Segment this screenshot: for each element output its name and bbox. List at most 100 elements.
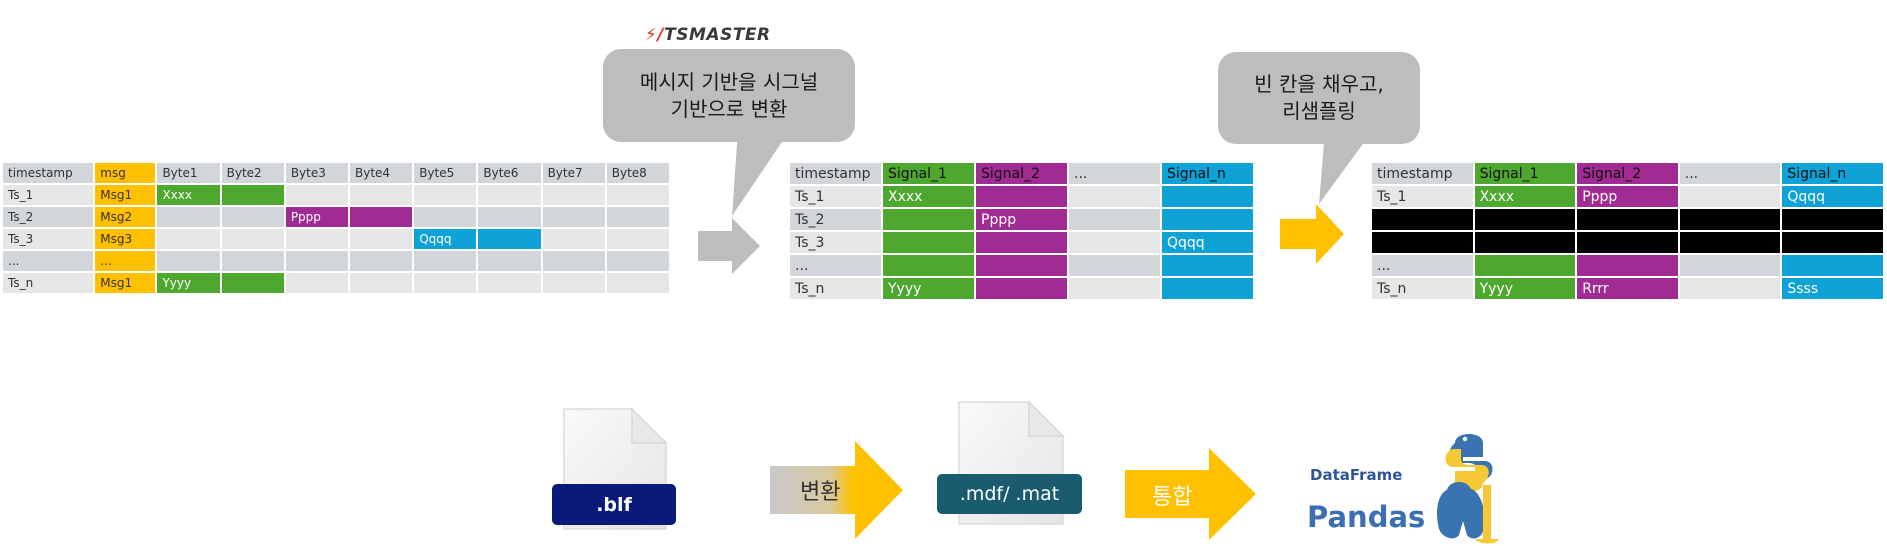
cell — [1782, 232, 1883, 253]
message-based-table: timestamp msg Byte1 Byte2 Byte3 Byte4 By… — [1, 161, 671, 295]
cell: Msg1 — [95, 185, 156, 205]
cell — [1679, 255, 1781, 276]
table-row — [1372, 209, 1883, 230]
cell — [221, 229, 284, 249]
cell — [883, 209, 974, 230]
blf-file-label: .blf — [552, 484, 676, 525]
cell: ... — [790, 255, 881, 276]
cell: Pppp — [285, 207, 348, 227]
table-row: Ts_1 Msg1 Xxxx — [3, 185, 669, 205]
cell — [1679, 209, 1781, 230]
cell — [350, 251, 413, 271]
cell — [1782, 255, 1883, 276]
cell — [285, 229, 348, 249]
table-row: Ts_n Yyyy — [790, 278, 1253, 299]
cell — [350, 207, 413, 227]
cell — [542, 229, 605, 249]
cell: Ts_n — [3, 273, 94, 293]
cell — [606, 229, 669, 249]
header-cell: Signal_2 — [1577, 163, 1678, 184]
cell — [221, 185, 284, 205]
cell — [414, 273, 477, 293]
mdf-mat-file-label: .mdf/ .mat — [937, 474, 1082, 514]
cell — [976, 278, 1067, 299]
cell: Yyyy — [157, 273, 220, 293]
cell: ... — [95, 251, 156, 271]
header-cell: Byte3 — [285, 163, 348, 183]
cell — [606, 207, 669, 227]
header-cell: Byte2 — [221, 163, 284, 183]
table-row — [1372, 232, 1883, 253]
cell — [1474, 255, 1576, 276]
cell: Ts_n — [790, 278, 881, 299]
pandas-label: Pandas — [1307, 500, 1426, 534]
cell — [1069, 186, 1160, 207]
resampled-signal-table: timestamp Signal_1 Signal_2 ... Signal_n… — [1370, 161, 1885, 301]
cell — [976, 186, 1067, 207]
cell — [542, 207, 605, 227]
cell — [1577, 209, 1678, 230]
header-cell: Signal_n — [1782, 163, 1883, 184]
cell — [1679, 278, 1781, 299]
cell — [1372, 209, 1473, 230]
cell: Qqqq — [1782, 186, 1883, 207]
cell — [976, 255, 1067, 276]
header-cell: Signal_n — [1162, 163, 1253, 184]
cell: Qqqq — [1162, 232, 1253, 253]
cell: Ts_3 — [790, 232, 881, 253]
cell — [1679, 232, 1781, 253]
cell — [1372, 232, 1473, 253]
cell: Qqqq — [414, 229, 477, 249]
arrow-right-gray-icon — [698, 218, 760, 274]
header-cell: Signal_1 — [883, 163, 974, 184]
header-cell: ... — [1069, 163, 1160, 184]
python-pandas-logo-icon — [1437, 434, 1499, 544]
cell: Msg3 — [95, 229, 156, 249]
cell: Yyyy — [1474, 278, 1576, 299]
cell — [883, 255, 974, 276]
table-row: Ts_n Yyyy Rrrr Ssss — [1372, 278, 1883, 299]
cell — [1162, 255, 1253, 276]
header-cell: msg — [95, 163, 156, 183]
header-cell: Byte8 — [606, 163, 669, 183]
table-row: Ts_1 Xxxx Pppp Qqqq — [1372, 186, 1883, 207]
table-row: ... — [1372, 255, 1883, 276]
cell: Ts_1 — [3, 185, 94, 205]
cell — [478, 273, 541, 293]
cell — [350, 185, 413, 205]
cell — [1162, 209, 1253, 230]
cell: Ts_2 — [3, 207, 94, 227]
cell — [478, 207, 541, 227]
cell: Pppp — [976, 209, 1067, 230]
cell — [478, 251, 541, 271]
cell — [542, 185, 605, 205]
cell — [285, 251, 348, 271]
tsmaster-logo: ⚡/TSMASTER — [645, 25, 771, 45]
cell — [1577, 255, 1678, 276]
cell: Xxxx — [157, 185, 220, 205]
cell — [1782, 209, 1883, 230]
cell: Ts_1 — [1372, 186, 1473, 207]
callout-1-tail — [732, 130, 790, 216]
table-row: Ts_2 Msg2 Pppp — [3, 207, 669, 227]
header-cell: Byte4 — [350, 163, 413, 183]
cell — [606, 251, 669, 271]
cell — [606, 273, 669, 293]
cell — [1069, 209, 1160, 230]
cell — [414, 251, 477, 271]
cell — [478, 229, 541, 249]
cell: ... — [3, 251, 94, 271]
cell — [285, 273, 348, 293]
header-cell: timestamp — [3, 163, 94, 183]
cell: Ts_3 — [3, 229, 94, 249]
cell — [1474, 209, 1576, 230]
arrow-merge-icon — [1125, 448, 1256, 540]
cell — [414, 207, 477, 227]
cell — [157, 229, 220, 249]
cell: Pppp — [1577, 186, 1678, 207]
signal-based-table: timestamp Signal_1 Signal_2 ... Signal_n… — [788, 161, 1255, 301]
cell — [221, 251, 284, 271]
cell — [1577, 232, 1678, 253]
table-row: ... ... — [3, 251, 669, 271]
table-row: ... — [790, 255, 1253, 276]
